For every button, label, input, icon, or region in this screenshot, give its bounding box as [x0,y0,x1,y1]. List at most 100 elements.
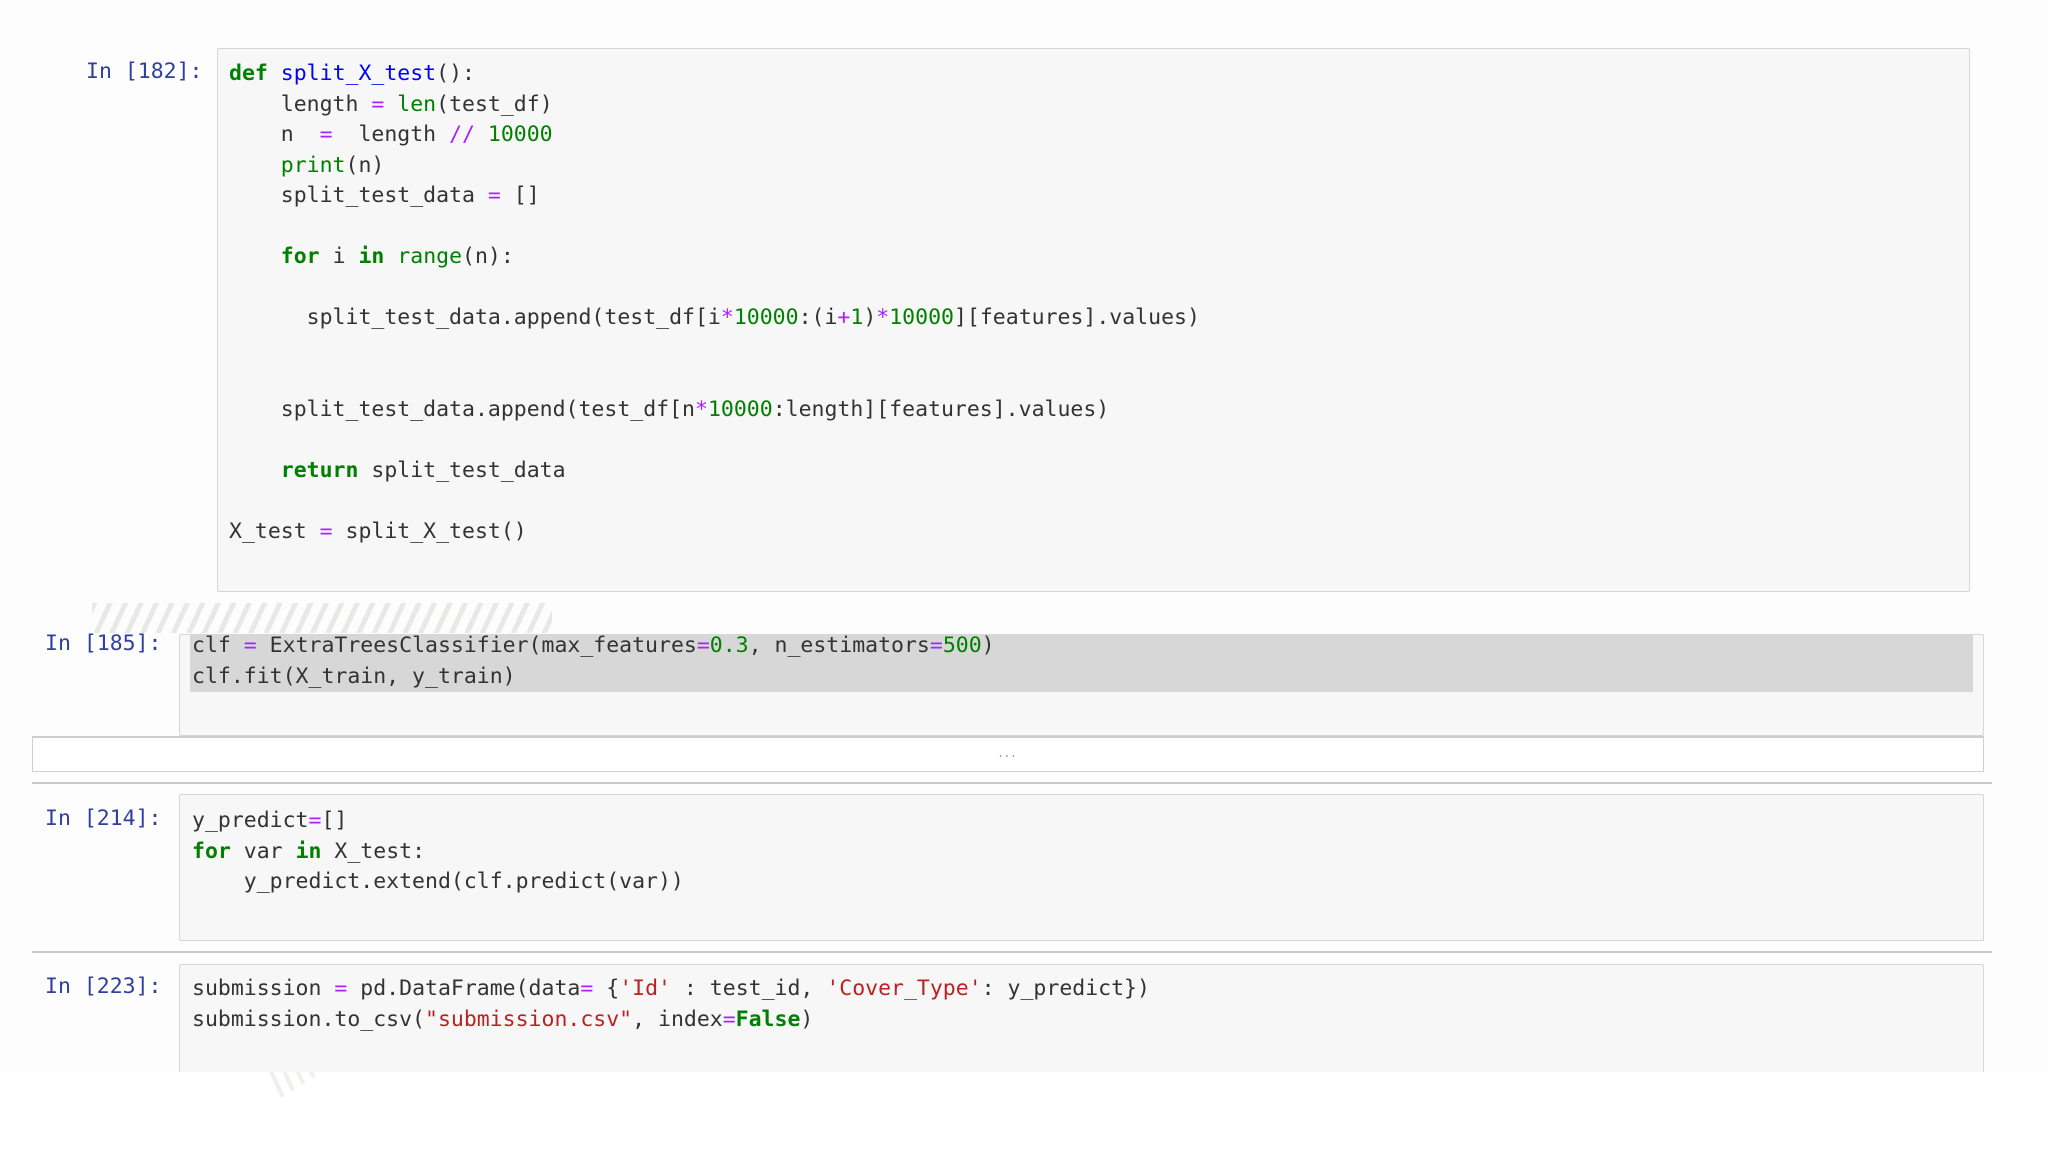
code-token: + [837,305,851,330]
code-token [229,244,281,269]
code-token: ) [800,1006,814,1032]
code-token: clf [192,633,244,658]
code-token: pd.DataFrame(data [347,976,581,1001]
code-token: = [696,633,710,658]
cell-prompt: In [182]: [86,59,203,84]
code-line: print(n) [229,151,1200,182]
code-token: , n_estimators [748,633,930,658]
code-editor[interactable]: def split_X_test(): length = len(test_df… [229,59,1200,547]
code-token: ExtraTreesClassifier(max_features [256,633,697,658]
code-token: 0.3 [709,633,749,658]
code-token: = [487,183,501,208]
code-token [475,122,488,147]
code-token: return [280,457,359,483]
code-token: split_test_data [229,183,488,208]
code-token: ) [981,633,995,658]
code-token: X_test: [321,838,426,864]
cell-separator [32,782,1992,784]
code-editor[interactable]: y_predict=[]for var in X_test: y_predict… [192,806,684,898]
code-token: = [243,633,257,658]
code-token: { [593,976,620,1001]
code-token: * [720,305,734,330]
code-token: = [319,518,333,544]
code-editor[interactable]: clf = ExtraTreesClassifier(max_features=… [192,631,995,692]
code-token: X_test [229,518,320,544]
code-token: , index [632,1006,723,1032]
code-line [229,273,1200,304]
code-line: for var in X_test: [192,837,684,868]
code-token: // [449,122,475,147]
code-line: submission.to_csv("submission.csv", inde… [192,1005,1150,1036]
code-token: * [876,305,890,330]
code-token: for [192,838,231,864]
cell-prompt: In [223]: [45,974,162,999]
code-token [268,61,281,86]
code-token: length [332,122,450,147]
code-token: n [229,122,320,147]
code-token: split_test_data.append(test_df[n [229,396,695,422]
code-editor[interactable]: submission = pd.DataFrame(data= {'Id' : … [192,974,1150,1035]
code-token: : y_predict}) [981,976,1150,1001]
code-token: split_test_data.append(test_df[i [229,305,721,330]
code-cell-predict[interactable] [179,794,1984,941]
code-token: (test_df) [436,91,553,117]
code-token: range [397,244,463,269]
code-line [229,212,1200,243]
code-token: = [722,1006,736,1032]
code-line: return split_test_data [229,456,1200,487]
code-token: [] [321,808,348,833]
code-token: = [371,91,385,117]
code-line: def split_X_test(): [229,59,1200,90]
code-token: in [295,838,322,864]
text-selection [190,634,1973,692]
code-token: in [358,244,385,269]
code-token: = [308,808,322,833]
code-token: "submission.csv" [425,1006,633,1032]
code-token [229,458,281,483]
code-token: ) [863,305,877,330]
code-token: i [319,244,359,269]
code-token: False [735,1006,801,1032]
code-token: 10000 [733,305,799,330]
code-token: (n) [345,152,385,178]
code-cell-submission[interactable] [179,964,1984,1074]
code-token: 1 [850,305,864,330]
code-line [229,334,1200,365]
cell-prompt: In [214]: [45,806,162,831]
code-line: X_test = split_X_test() [229,517,1200,548]
code-line: submission = pd.DataFrame(data= {'Id' : … [192,974,1150,1005]
code-token: for [280,244,320,269]
code-token: y_predict.extend(clf.predict(var)) [192,869,684,894]
code-token: : test_id, [670,976,827,1001]
code-line: clf = ExtraTreesClassifier(max_features=… [192,631,995,662]
code-token: 'Id' [619,976,671,1001]
code-line: y_predict=[] [192,806,684,837]
code-line: clf.fit(X_train, y_train) [192,662,995,693]
code-token: split_X_test [280,61,437,86]
code-line: split_test_data = [] [229,181,1200,212]
code-token: submission.to_csv( [192,1006,425,1032]
code-token: ][features].values) [953,305,1200,330]
code-token: * [695,396,708,422]
code-token: = [334,976,348,1001]
code-token: 10000 [889,305,954,330]
background-artifact [92,603,552,633]
cell-prompt: In [185]: [45,631,162,656]
code-token: 10000 [487,122,553,147]
code-token [384,244,397,269]
page-bottom-blank [0,1072,2048,1152]
cell-separator [32,951,1992,953]
code-cell-split-x-test[interactable] [217,48,1970,592]
code-token: = [319,122,333,147]
code-line: y_predict.extend(clf.predict(var)) [192,867,684,898]
code-line: for i in range(n): [229,242,1200,273]
code-token: = [929,633,943,658]
code-token: 500 [942,633,982,658]
code-token: (n): [462,244,514,269]
code-token: :length][features].values) [772,396,1110,422]
code-line [229,425,1200,456]
code-token: = [580,976,594,1001]
collapsed-output-toggle[interactable]: ... [32,736,1984,772]
code-line: split_test_data.append(test_df[i*10000:(… [229,303,1200,334]
